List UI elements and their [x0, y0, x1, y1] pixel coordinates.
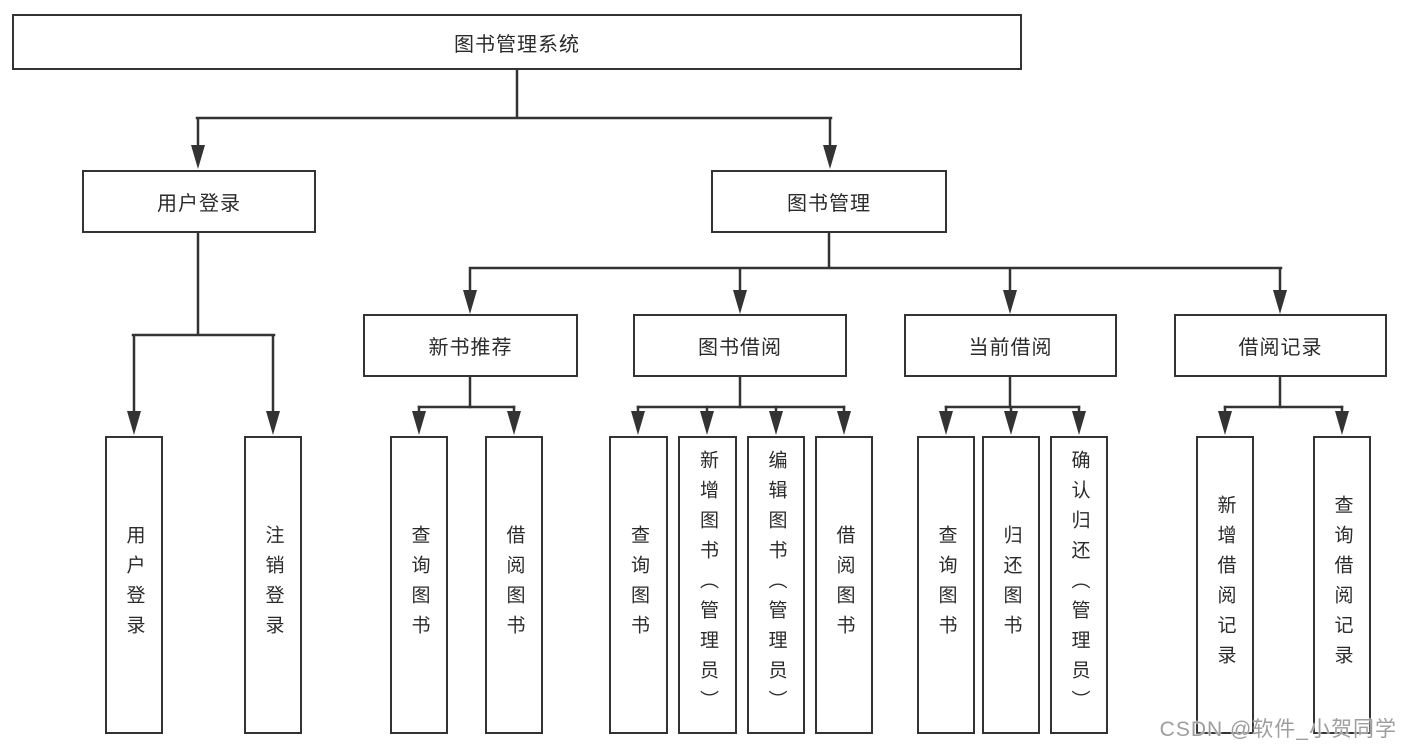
- leaf-label: 借阅图书: [833, 525, 855, 645]
- node-label: 图书管理系统: [454, 33, 580, 56]
- node-label: 图书管理: [787, 193, 871, 215]
- leaf-user-login: 用户登录: [105, 436, 163, 734]
- leaf-edit-book-admin: 编辑图书（管理员）: [747, 436, 805, 734]
- leaf-label: 归还图书: [1000, 525, 1022, 645]
- leaf-confirm-return-admin: 确认归还（管理员）: [1050, 436, 1108, 734]
- node-label: 图书借阅: [698, 337, 782, 359]
- leaf-label: 查询借阅记录: [1331, 495, 1353, 675]
- node-borrowing-records: 借阅记录: [1174, 314, 1387, 377]
- node-label: 用户登录: [157, 193, 241, 215]
- node-label: 借阅记录: [1238, 337, 1323, 359]
- leaf-label: 新增图书（管理员）: [697, 450, 718, 720]
- watermark: CSDN @软件_小贺同学: [1159, 718, 1397, 741]
- leaf-label: 注销登录: [262, 525, 284, 645]
- leaf-logout: 注销登录: [244, 436, 302, 734]
- node-new-book-recommendation: 新书推荐: [363, 314, 578, 377]
- leaf-label: 查询图书: [935, 525, 957, 645]
- leaf-return-books: 归还图书: [982, 436, 1040, 734]
- leaf-label: 编辑图书（管理员）: [765, 450, 787, 720]
- node-current-borrowing: 当前借阅: [904, 314, 1117, 377]
- leaf-label: 借阅图书: [503, 525, 525, 645]
- leaf-query-books-borrow: 查询图书: [609, 436, 668, 734]
- leaf-query-borrow-record: 查询借阅记录: [1313, 436, 1371, 734]
- leaf-query-books-recommend: 查询图书: [390, 436, 448, 734]
- node-book-borrowing: 图书借阅: [633, 314, 847, 377]
- node-library-management-system: 图书管理系统: [12, 14, 1022, 70]
- leaf-label: 确认归还（管理员）: [1068, 450, 1090, 720]
- leaf-borrow-books-recommend: 借阅图书: [485, 436, 543, 734]
- leaf-borrow-books: 借阅图书: [815, 436, 873, 734]
- leaf-add-book-admin: 新增图书（管理员）: [678, 436, 737, 734]
- leaf-label: 用户登录: [123, 525, 145, 645]
- leaf-add-borrow-record: 新增借阅记录: [1196, 436, 1254, 734]
- leaf-label: 新增借阅记录: [1214, 495, 1236, 675]
- node-label: 新书推荐: [428, 337, 513, 359]
- node-label: 当前借阅: [968, 337, 1053, 359]
- node-user-login: 用户登录: [82, 170, 316, 233]
- leaf-label: 查询图书: [408, 525, 430, 645]
- leaf-query-books-current: 查询图书: [917, 436, 975, 734]
- leaf-label: 查询图书: [628, 525, 649, 645]
- node-book-management: 图书管理: [711, 170, 947, 233]
